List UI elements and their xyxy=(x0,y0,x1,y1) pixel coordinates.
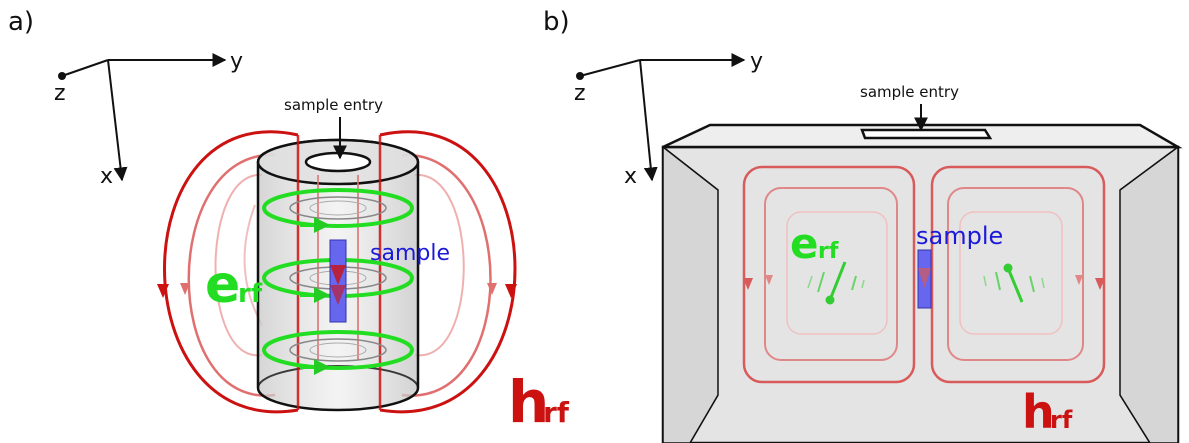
panel-a-e-field-label: e rf xyxy=(205,255,263,315)
panel-a-sample xyxy=(329,239,347,323)
panel-a-h-field-sub: rf xyxy=(543,396,570,429)
panel-b-h-field-lines xyxy=(742,165,1106,384)
panel-a-label: a) xyxy=(8,7,34,37)
panel-a-axes: y x z xyxy=(54,49,243,189)
panel-b-sample-entry-label: sample entry xyxy=(860,83,959,101)
panel-b-e-field-sub: rf xyxy=(818,239,839,264)
panel-b-e-field-label: e rf xyxy=(790,219,839,268)
panel-b-label: b) xyxy=(543,7,570,37)
panel-b-h-field-sub: rf xyxy=(1050,406,1073,434)
panel-b-h-field-label: h rf xyxy=(1022,385,1073,439)
panel-a-e-field-sub: rf xyxy=(238,279,263,309)
panel-b-sample xyxy=(917,249,932,309)
panel-a-e-field-rings xyxy=(262,188,414,375)
panel-a-axis-y-label: y xyxy=(230,49,243,74)
panel-b-axis-z-label: z xyxy=(574,81,586,106)
panel-a-e-field-main: e xyxy=(205,255,240,315)
panel-b-axis-x-label: x xyxy=(624,164,637,189)
panel-a-h-field-label: h rf xyxy=(508,368,570,436)
panel-a-h-field-lines xyxy=(157,130,517,414)
panel-b: b) y x z xyxy=(543,7,1183,443)
panel-b-sample-label: sample xyxy=(916,222,1003,250)
panel-a-axis-z-label: z xyxy=(54,81,66,106)
panel-b-e-field-vectors xyxy=(807,261,1045,305)
panel-b-axes: y x z xyxy=(574,49,763,189)
panel-a-h-field-main: h xyxy=(508,368,549,436)
panel-a: a) y x z xyxy=(8,7,570,436)
panel-b-e-field-main: e xyxy=(790,219,819,268)
panel-b-h-field-main: h xyxy=(1022,385,1055,439)
panel-a-sample-entry: sample entry xyxy=(284,96,383,160)
panel-a-sample-entry-label: sample entry xyxy=(284,96,383,114)
panel-b-sample-entry: sample entry xyxy=(860,83,959,132)
panel-b-axis-y-label: y xyxy=(750,49,763,74)
panel-a-sample-label: sample xyxy=(370,241,450,266)
panel-a-axis-x-label: x xyxy=(100,164,113,189)
